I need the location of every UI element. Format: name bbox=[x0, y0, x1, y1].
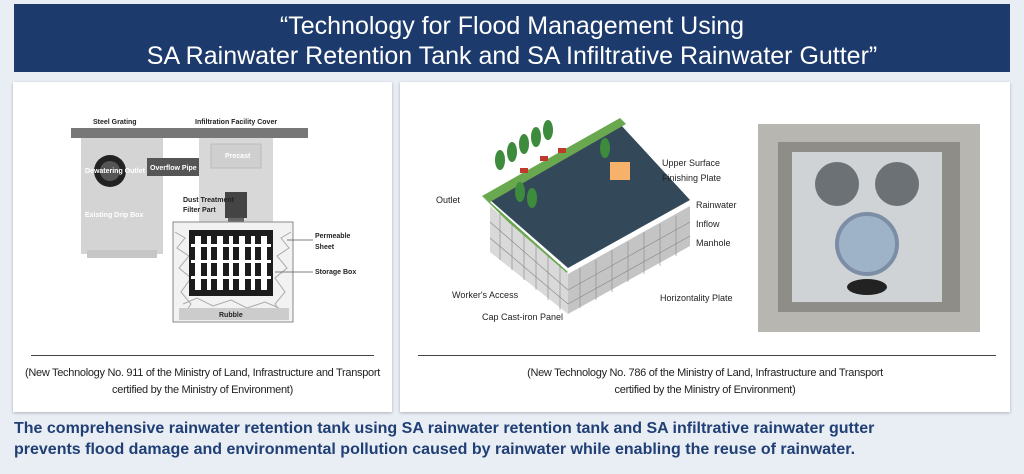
steel-grating-label: Steel Grating bbox=[93, 119, 137, 126]
retention-tank-diagram: Upper Surface Finishing Plate Outlet Rai… bbox=[436, 118, 980, 332]
title-line-2: SA Rainwater Retention Tank and SA Infil… bbox=[146, 42, 878, 70]
trees bbox=[495, 120, 610, 208]
existing-drip-box bbox=[81, 138, 163, 254]
retention-tank-panel: Upper Surface Finishing Plate Outlet Rai… bbox=[400, 82, 1010, 412]
caption-line-2: certified by the Ministry of Environment… bbox=[112, 384, 293, 396]
finishing-plate-label: Finishing Plate bbox=[662, 173, 721, 183]
permeable-label: Permeable bbox=[315, 233, 351, 240]
existing-drip-box-label: Existing Drip Box bbox=[85, 212, 143, 219]
rubble-band bbox=[179, 308, 289, 320]
summary-line-2: prevents flood damage and environmental … bbox=[14, 441, 856, 458]
infiltrative-gutter-panel: Steel Grating Infiltration Facility Cove… bbox=[13, 82, 392, 412]
overflow-pipe bbox=[147, 158, 207, 176]
tank-side-left bbox=[490, 206, 568, 314]
rubble-label: Rubble bbox=[219, 312, 243, 319]
storage-box-label: Storage Box bbox=[315, 269, 356, 276]
summary-text: The comprehensive rainwater retention ta… bbox=[14, 418, 1014, 460]
outlet-label: Outlet bbox=[436, 195, 461, 205]
title-line-1: “Technology for Flood Management Using bbox=[279, 12, 745, 40]
cap-panel-label: Cap Cast-iron Panel bbox=[482, 312, 563, 322]
filter-part-label: Filter Part bbox=[183, 207, 216, 214]
manhole-label: Manhole bbox=[696, 238, 731, 248]
overflow-pipe-label: Overflow Pipe bbox=[150, 165, 197, 172]
horizontality-plate-label: Horizontality Plate bbox=[660, 293, 733, 303]
sheet-label: Sheet bbox=[315, 244, 335, 251]
title-banner: “Technology for Flood Management Using S… bbox=[14, 4, 1010, 72]
caption-line-1: (New Technology No. 786 of the Ministry … bbox=[527, 367, 883, 379]
caption-line-1: (New Technology No. 911 of the Ministry … bbox=[25, 367, 380, 379]
upper-surface-label: Upper Surface bbox=[662, 158, 720, 168]
steel-grating-slab bbox=[71, 128, 308, 138]
infiltrative-gutter-diagram: Steel Grating Infiltration Facility Cove… bbox=[71, 119, 356, 323]
caption-line-2: certified by the Ministry of Environment… bbox=[614, 384, 796, 396]
dust-filter bbox=[225, 192, 247, 218]
parking-lot-top bbox=[490, 124, 690, 268]
caption-divider bbox=[418, 355, 996, 356]
summary-line-1: The comprehensive rainwater retention ta… bbox=[14, 420, 875, 437]
workers-access-label: Worker's Access bbox=[452, 290, 519, 300]
caption-divider bbox=[31, 355, 374, 356]
tank-grid bbox=[489, 214, 691, 310]
inflow-label: Inflow bbox=[696, 219, 720, 229]
kiosk bbox=[610, 162, 630, 180]
precast-label: Precast bbox=[225, 153, 251, 160]
dust-treatment-label: Dust Treatment bbox=[183, 197, 235, 204]
rainwater-label: Rainwater bbox=[696, 200, 737, 210]
dewatering-outlet-label: Dewatering Outlet bbox=[85, 168, 146, 175]
infiltration-cover-label: Infiltration Facility Cover bbox=[195, 119, 277, 126]
